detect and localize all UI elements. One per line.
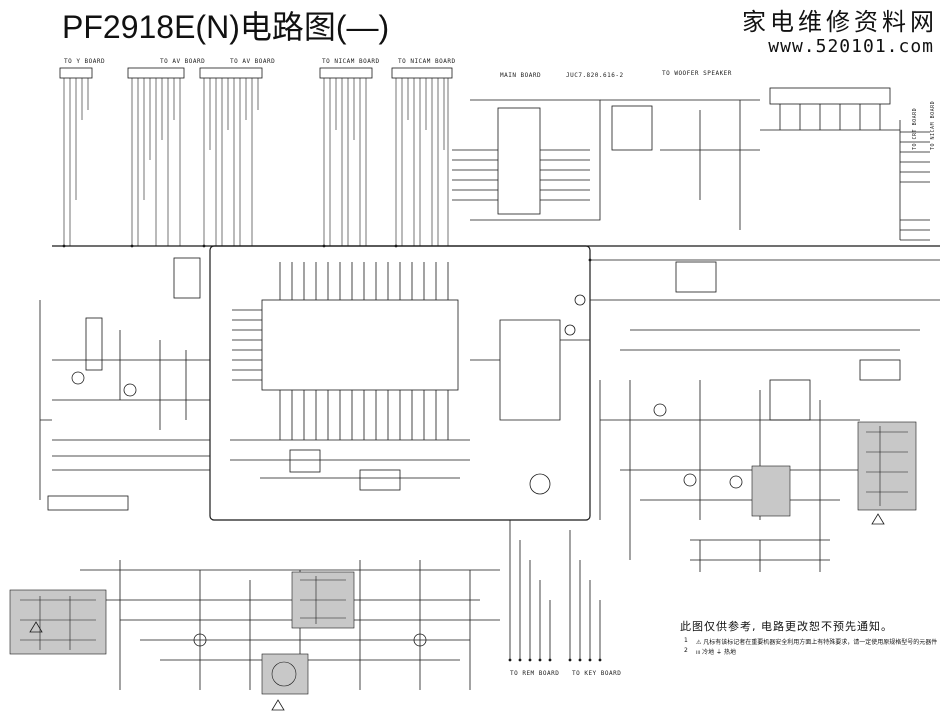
label-board-code: JUC7.820.616-2 xyxy=(566,72,624,79)
note-1-text: ⚠ 凡标有该标记者在重要机器安全利用方面上有特殊要求，请一定使用原规格型号的元器… xyxy=(696,639,938,646)
note-1-number: 1 xyxy=(684,637,688,644)
site-name: 家电维修资料网 xyxy=(742,8,938,36)
top-connectors xyxy=(59,67,453,79)
label-main-board: MAIN BOARD xyxy=(500,72,542,79)
label-to-nicam-board-right: TO NICAM BOARD xyxy=(930,100,936,150)
label-to-rem-board: TO REM BOARD xyxy=(510,670,560,677)
page-title: PF2918E(N)电路图(—) xyxy=(62,9,390,45)
label-to-crt-board: TO CRT BOARD xyxy=(912,107,918,150)
label-to-av-board-1: TO AV BOARD xyxy=(160,58,206,65)
site-url: www.520101.com xyxy=(768,36,934,57)
label-to-nicam-board-1: TO NICAM BOARD xyxy=(322,58,380,65)
label-to-key-board: TO KEY BOARD xyxy=(572,670,622,677)
label-to-nicam-board-2: TO NICAM BOARD xyxy=(398,58,456,65)
disclaimer-text: 此图仅供参考, 电路更改恕不预先通知。 xyxy=(680,620,893,633)
label-to-av-board-2: TO AV BOARD xyxy=(230,58,276,65)
note-2-text: ⲽ 冷地 ⏚ 热地 xyxy=(696,649,736,656)
note-2-number: 2 xyxy=(684,647,688,654)
label-to-y-board: TO Y BOARD xyxy=(64,58,106,65)
label-to-woofer-speaker: TO WOOFER SPEAKER xyxy=(662,70,732,77)
